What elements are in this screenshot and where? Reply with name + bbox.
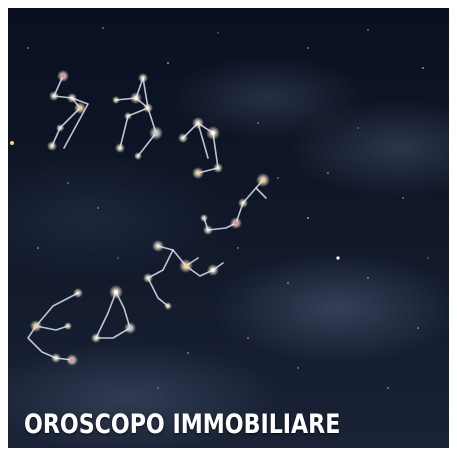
image-caption: OROSCOPO IMMOBILIARE [24, 409, 341, 440]
constellation-stars [10, 70, 340, 366]
background-stars [27, 27, 429, 389]
zodiac-image: OROSCOPO IMMOBILIARE [8, 8, 449, 448]
constellation-sky [10, 27, 429, 389]
constellation-lines [27, 75, 267, 361]
